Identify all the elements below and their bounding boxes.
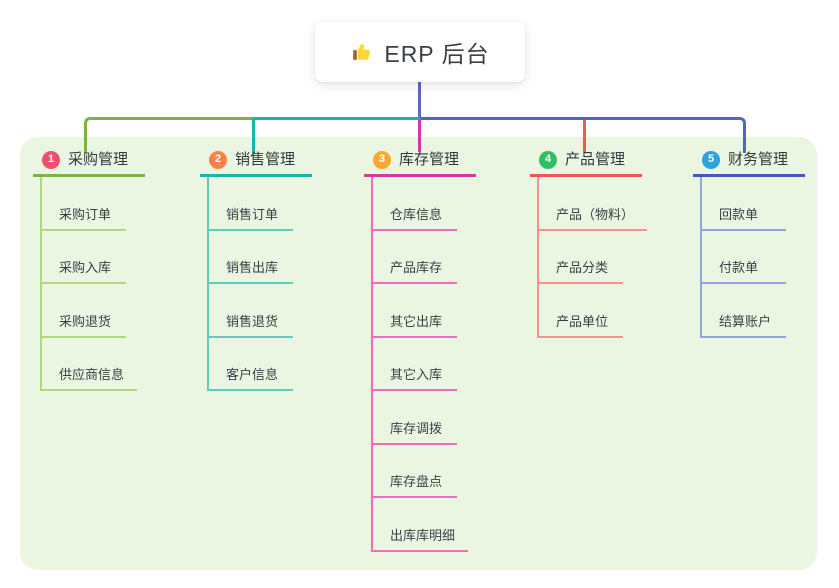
branch-item-node[interactable]: 库存调拨 — [373, 391, 457, 445]
branch-node-header[interactable]: 2 销售管理 — [200, 149, 312, 177]
branch-node-header[interactable]: 3 库存管理 — [364, 149, 476, 177]
branch-number-badge: 4 — [539, 150, 557, 169]
branch-item-label: 其它入库 — [390, 367, 443, 382]
branch-column-5: 5 财务管理回款单付款单结算账户 — [693, 149, 805, 338]
root-title: ERP 后台 — [384, 41, 490, 67]
branch-item-node[interactable]: 付款单 — [702, 231, 786, 284]
branch-item-node[interactable]: 产品分类 — [539, 231, 623, 284]
branch-item-label: 销售出库 — [226, 260, 279, 275]
branch-number-badge: 1 — [42, 150, 60, 169]
connector-branch3-drop — [418, 120, 421, 152]
branch-item-label: 产品单位 — [556, 313, 609, 329]
branch-item-node[interactable]: 回款单 — [702, 177, 786, 231]
branch-items: 采购订单采购入库采购退货供应商信息 — [40, 177, 138, 391]
branch-item-label: 结算账户 — [719, 313, 772, 329]
branch-label: 销售管理 — [235, 151, 296, 168]
branch-items: 销售订单销售出库销售退货客户信息 — [207, 177, 293, 391]
connector-branch5 — [420, 117, 746, 153]
branch-item-node[interactable]: 采购入库 — [42, 231, 126, 284]
branch-node-header[interactable]: 1 采购管理 — [33, 149, 145, 177]
thumbs-up-icon — [350, 40, 374, 64]
branch-item-label: 销售订单 — [226, 206, 279, 222]
branch-item-label: 回款单 — [719, 206, 759, 222]
branch-item-label: 库存调拨 — [390, 420, 443, 436]
branch-column-3: 3 库存管理仓库信息产品库存其它出库其它入库库存调拨库存盘点出库库明细 — [364, 149, 476, 552]
branch-item-label: 产品分类 — [556, 260, 609, 275]
branch-item-label: 出库库明细 — [390, 527, 456, 543]
branch-label: 采购管理 — [68, 151, 129, 168]
branch-node-header[interactable]: 4 产品管理 — [530, 149, 642, 177]
branch-item-node[interactable]: 供应商信息 — [42, 338, 138, 391]
branch-node-header[interactable]: 5 财务管理 — [693, 149, 805, 177]
branch-label: 产品管理 — [565, 151, 626, 168]
connector-branch1 — [84, 117, 252, 153]
branch-item-node[interactable]: 销售订单 — [209, 177, 293, 231]
branch-item-node[interactable]: 产品（物料） — [539, 177, 648, 231]
branch-number-badge: 5 — [702, 150, 720, 169]
branch-item-label: 仓库信息 — [390, 206, 443, 222]
branch-items: 产品（物料） 产品分类产品单位 — [537, 177, 648, 338]
branch-item-label: 付款单 — [719, 260, 759, 275]
branch-item-label: 采购订单 — [59, 206, 112, 222]
root-stem-line — [418, 80, 421, 120]
connector-branch4-drop — [583, 120, 586, 152]
branch-item-node[interactable]: 产品单位 — [539, 284, 623, 338]
branch-item-label: 产品库存 — [390, 260, 443, 275]
branch-item-node[interactable]: 销售退货 — [209, 284, 293, 338]
branch-item-node[interactable]: 其它入库 — [373, 338, 457, 391]
branch-item-node[interactable]: 销售出库 — [209, 231, 293, 284]
branch-item-node[interactable]: 采购退货 — [42, 284, 126, 338]
branch-items: 回款单付款单结算账户 — [700, 177, 786, 338]
branch-item-label: 采购入库 — [59, 260, 112, 275]
branch-number-badge: 2 — [209, 150, 227, 169]
branch-items: 仓库信息产品库存其它出库其它入库库存调拨库存盘点出库库明细 — [371, 177, 469, 552]
branch-item-node[interactable]: 库存盘点 — [373, 445, 457, 498]
branch-item-label: 客户信息 — [226, 367, 279, 382]
branch-item-label: 销售退货 — [226, 313, 279, 329]
branch-column-2: 2 销售管理销售订单销售出库销售退货客户信息 — [200, 149, 312, 391]
branch-item-node[interactable]: 结算账户 — [702, 284, 786, 338]
branch-item-node[interactable]: 其它出库 — [373, 284, 457, 338]
connector-branch2 — [252, 117, 420, 153]
branch-item-label: 采购退货 — [59, 313, 112, 329]
branch-label: 财务管理 — [728, 151, 789, 168]
branch-column-1: 1 采购管理采购订单采购入库采购退货供应商信息 — [33, 149, 145, 391]
branch-label: 库存管理 — [399, 151, 460, 168]
root-node[interactable]: ERP 后台 — [315, 22, 525, 82]
branch-item-label: 供应商信息 — [59, 367, 125, 382]
branch-item-node[interactable]: 产品库存 — [373, 231, 457, 284]
branch-item-label: 其它出库 — [390, 313, 443, 329]
branch-number-badge: 3 — [373, 150, 391, 169]
branch-item-node[interactable]: 采购订单 — [42, 177, 126, 231]
branch-item-node[interactable]: 出库库明细 — [373, 498, 469, 552]
branch-column-4: 4 产品管理产品（物料） 产品分类产品单位 — [530, 149, 648, 338]
branch-item-label: 产品（物料） — [556, 206, 635, 222]
branch-item-node[interactable]: 仓库信息 — [373, 177, 457, 231]
branch-item-label: 库存盘点 — [390, 474, 443, 489]
branch-item-node[interactable]: 客户信息 — [209, 338, 293, 391]
